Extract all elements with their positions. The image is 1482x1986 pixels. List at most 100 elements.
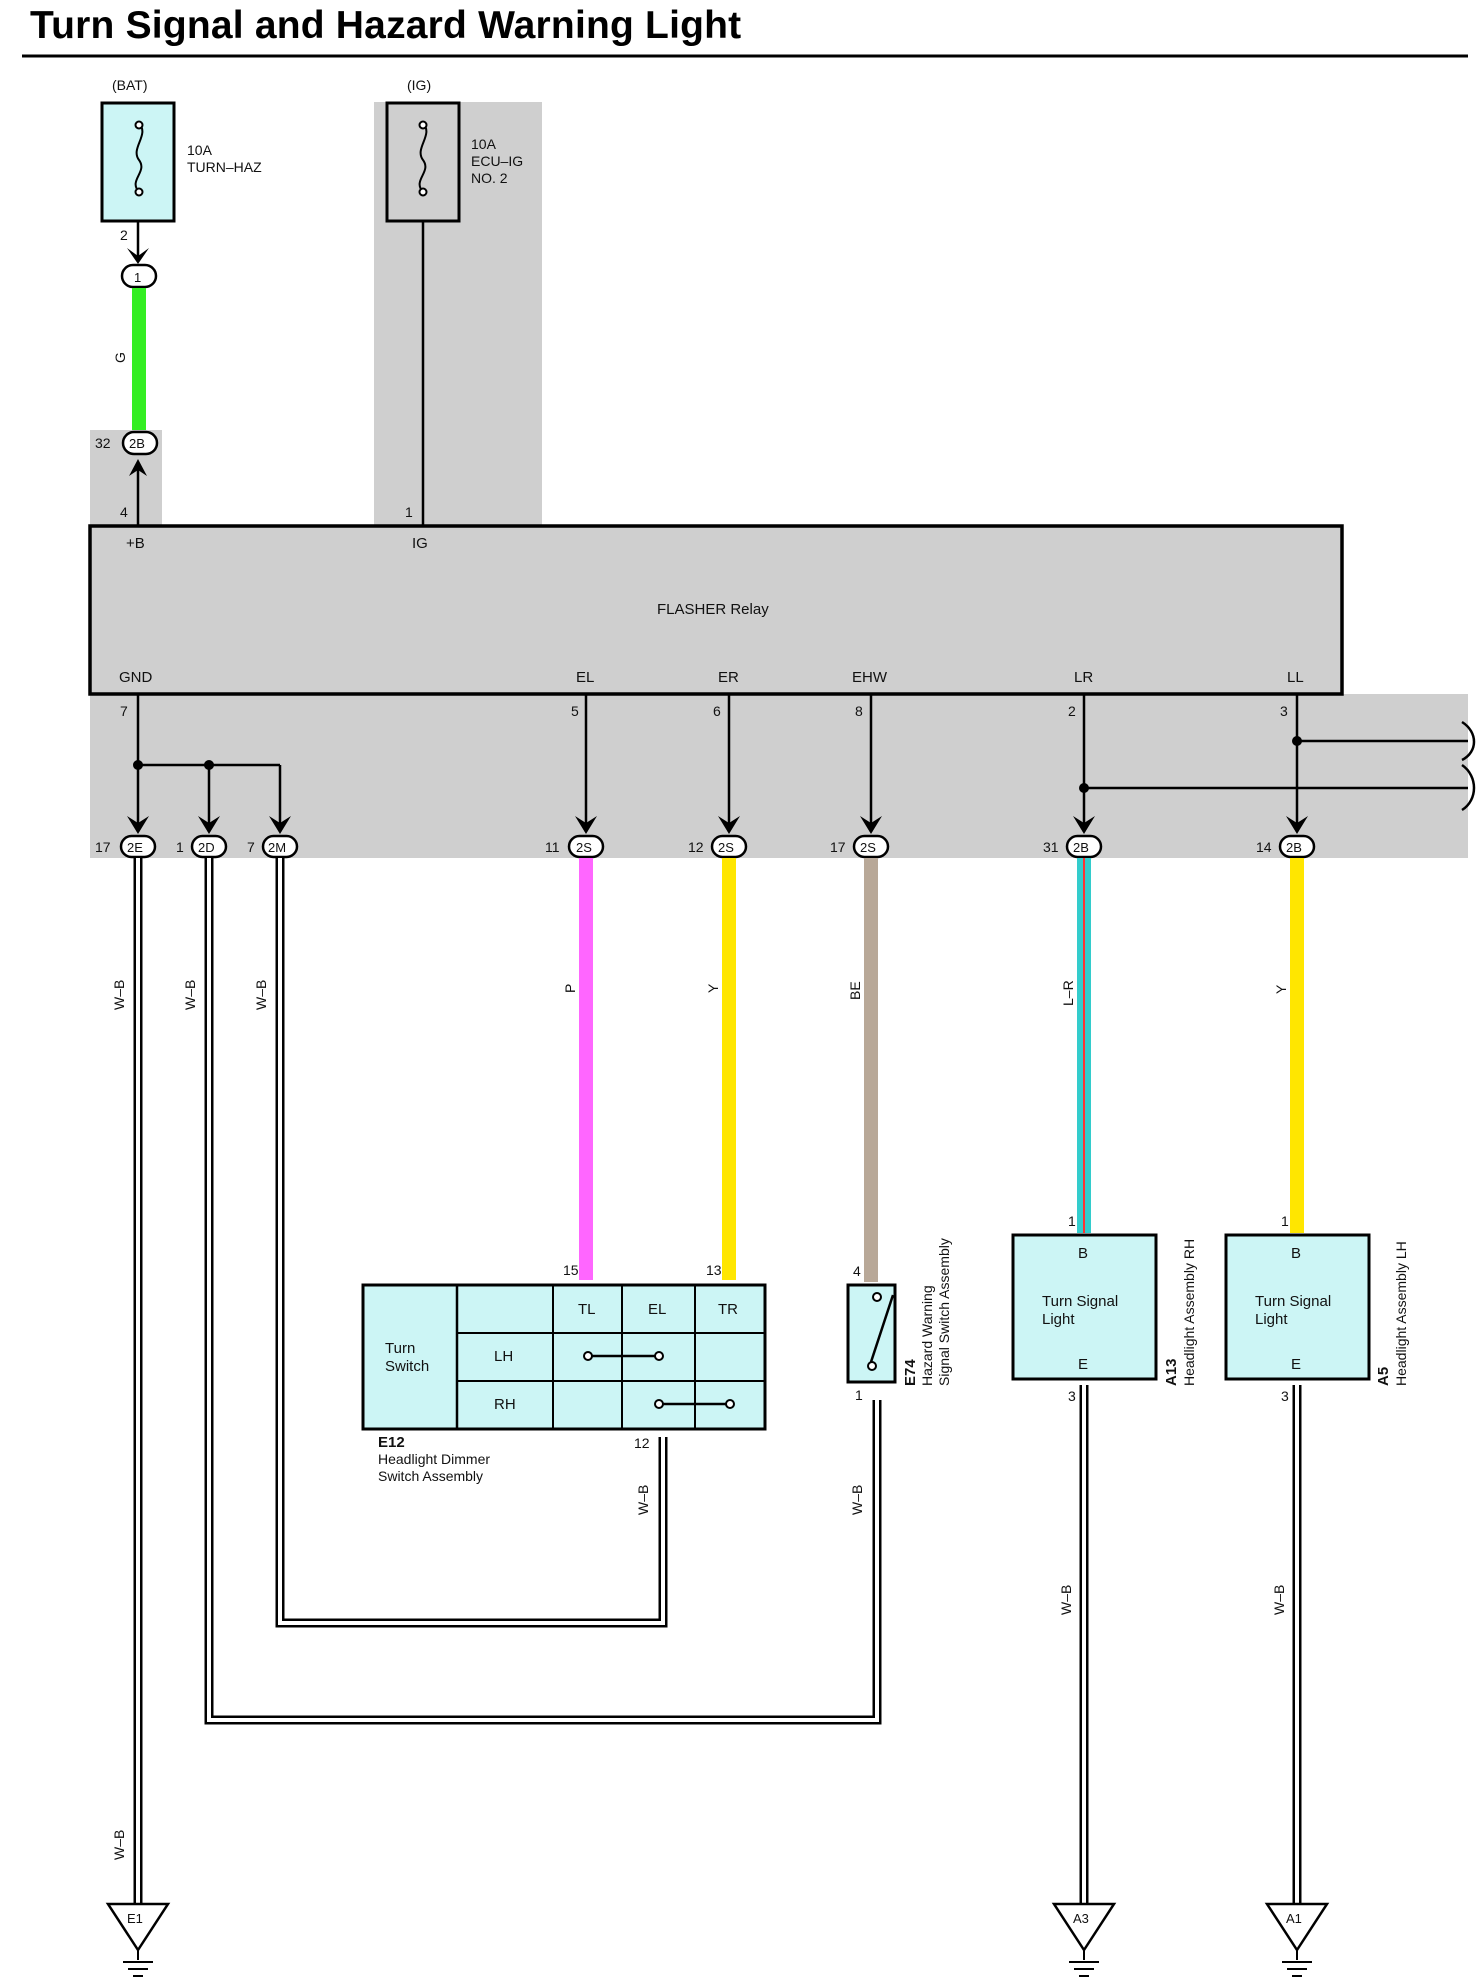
ground-e1: E1	[105, 1902, 171, 1977]
svg-text:TL: TL	[578, 1301, 596, 1318]
svg-text:Headlight Dimmer: Headlight Dimmer	[378, 1451, 490, 1467]
connector-2s-12: 2S 12	[688, 834, 748, 859]
svg-text:W–B: W–B	[635, 1485, 651, 1515]
wire-g-label: G	[112, 352, 128, 363]
fuse-turn-haz: (BAT) 10A TURN–HAZ	[100, 77, 262, 223]
ground-icon	[1264, 1902, 1330, 1953]
bat-circuit: 2 1 G 2B 32	[95, 221, 425, 526]
relay-pin-num: 1	[405, 504, 413, 520]
svg-text:31: 31	[1043, 839, 1059, 855]
lamp-box	[1011, 1233, 1158, 1381]
svg-text:14: 14	[1256, 839, 1272, 855]
ig-fuse-name-1: ECU–IG	[471, 153, 523, 169]
svg-text:2M: 2M	[268, 840, 286, 855]
switch-box	[361, 1283, 767, 1431]
connector-2d-1: 2D 1	[176, 834, 228, 859]
component-code: E12	[378, 1434, 405, 1451]
svg-text:3: 3	[1281, 1388, 1289, 1404]
component-code: A13	[1163, 1358, 1180, 1386]
svg-text:Hazard Warning: Hazard Warning	[919, 1285, 935, 1386]
svg-text:13: 13	[706, 1262, 722, 1278]
ground-a3: A3	[1051, 1902, 1117, 1977]
relay-pin-label: EL	[576, 669, 594, 686]
connector-2s-17: 2S 17	[830, 834, 890, 859]
svg-text:W–B: W–B	[1058, 1585, 1074, 1615]
svg-text:A3: A3	[1073, 1911, 1089, 1926]
ig-fuse-name-2: NO. 2	[471, 170, 508, 186]
svg-text:W–B: W–B	[111, 980, 127, 1010]
shade-bottom-band	[90, 694, 1468, 858]
svg-text:2E: 2E	[127, 840, 143, 855]
lamp-box	[1224, 1233, 1371, 1381]
flasher-relay: FLASHER Relay 4 +B 1 IG GND 7 EL 5 ER 6 …	[88, 504, 1344, 719]
ig-source-label: (IG)	[407, 77, 431, 93]
relay-pin-num: 3	[1280, 703, 1288, 719]
relay-pin-num: 7	[120, 703, 128, 719]
fuse-pin-2: 2	[120, 227, 128, 243]
component-code: A5	[1375, 1367, 1392, 1386]
colored-wires	[579, 858, 1304, 1282]
junction-1	[120, 263, 158, 289]
connector-2m-7: 2M 7	[247, 834, 299, 859]
fuse-element-icon	[134, 122, 144, 193]
svg-text:Light: Light	[1255, 1311, 1288, 1328]
svg-text:Switch Assembly: Switch Assembly	[378, 1468, 483, 1484]
connector-2b-32-code: 2B	[129, 436, 145, 451]
relay-pin-num: 8	[855, 703, 863, 719]
svg-text:Signal Switch Assembly: Signal Switch Assembly	[936, 1238, 952, 1386]
svg-text:Switch: Switch	[385, 1358, 429, 1375]
svg-text:LH: LH	[494, 1348, 513, 1365]
relay-pin-num: 6	[713, 703, 721, 719]
bat-fuse-name: TURN–HAZ	[187, 159, 262, 175]
svg-text:2S: 2S	[718, 840, 734, 855]
svg-text:2D: 2D	[198, 840, 215, 855]
svg-text:2S: 2S	[860, 840, 876, 855]
ground-icon	[1051, 1902, 1117, 1953]
svg-text:Headlight Assembly RH: Headlight Assembly RH	[1181, 1239, 1197, 1386]
svg-text:P: P	[562, 984, 578, 993]
bat-fuse-rating: 10A	[187, 142, 213, 158]
svg-text:Y: Y	[705, 983, 721, 993]
ground-icon	[105, 1902, 171, 1953]
svg-text:W–B: W–B	[1271, 1585, 1287, 1615]
svg-text:E: E	[1078, 1356, 1088, 1373]
svg-text:RH: RH	[494, 1396, 516, 1413]
svg-text:Turn: Turn	[385, 1340, 415, 1357]
svg-text:W–B: W–B	[253, 980, 269, 1010]
svg-text:BE: BE	[847, 981, 863, 1000]
connectors: 2E 17 2D 1 2M 7 2S 11 2S 12 2S 17	[95, 834, 1316, 859]
svg-text:12: 12	[634, 1435, 650, 1451]
switch-blade	[869, 1294, 895, 1363]
svg-text:3: 3	[1068, 1388, 1076, 1404]
svg-text:A1: A1	[1286, 1911, 1302, 1926]
relay-pin-label: LR	[1074, 669, 1093, 686]
svg-text:W–B: W–B	[849, 1485, 865, 1515]
relay-pin-label: LL	[1287, 669, 1304, 686]
svg-text:4: 4	[853, 1263, 861, 1279]
svg-text:1: 1	[176, 839, 184, 855]
svg-text:11: 11	[545, 839, 560, 855]
diagram-title: Turn Signal and Hazard Warning Light	[30, 4, 742, 47]
arrow-icon	[127, 248, 149, 264]
turn-switch: Turn Switch TL EL TR LH RH 15 13 12 E12 …	[361, 1262, 767, 1484]
svg-text:Turn Signal: Turn Signal	[1042, 1293, 1118, 1310]
relay-pin-label: ER	[718, 669, 739, 686]
relay-pin-label: +B	[126, 535, 145, 552]
relay-pin-label: EHW	[852, 669, 888, 686]
svg-text:W–B: W–B	[182, 980, 198, 1010]
relay-box	[88, 524, 1344, 696]
svg-text:12: 12	[688, 839, 704, 855]
relay-pin-num: 5	[571, 703, 579, 719]
relay-pin-num: 2	[1068, 703, 1076, 719]
wire-labels: P Y BE L–R Y W–B W–B W–B	[111, 980, 1289, 1010]
junction-1-label: 1	[134, 270, 141, 285]
relay-name: FLASHER Relay	[657, 601, 769, 618]
svg-text:EL: EL	[648, 1301, 666, 1318]
connector-2e-17: 2E 17	[95, 834, 157, 859]
svg-text:B: B	[1291, 1245, 1301, 1262]
svg-text:17: 17	[830, 839, 846, 855]
turn-signal-light-rh: 1 B Turn Signal Light E 3 A13 Headlight …	[1011, 1213, 1197, 1404]
relay-pin-label: IG	[412, 535, 428, 552]
ground-wire-labels: W–B W–B W–B W–B W–B	[111, 1485, 1287, 1860]
